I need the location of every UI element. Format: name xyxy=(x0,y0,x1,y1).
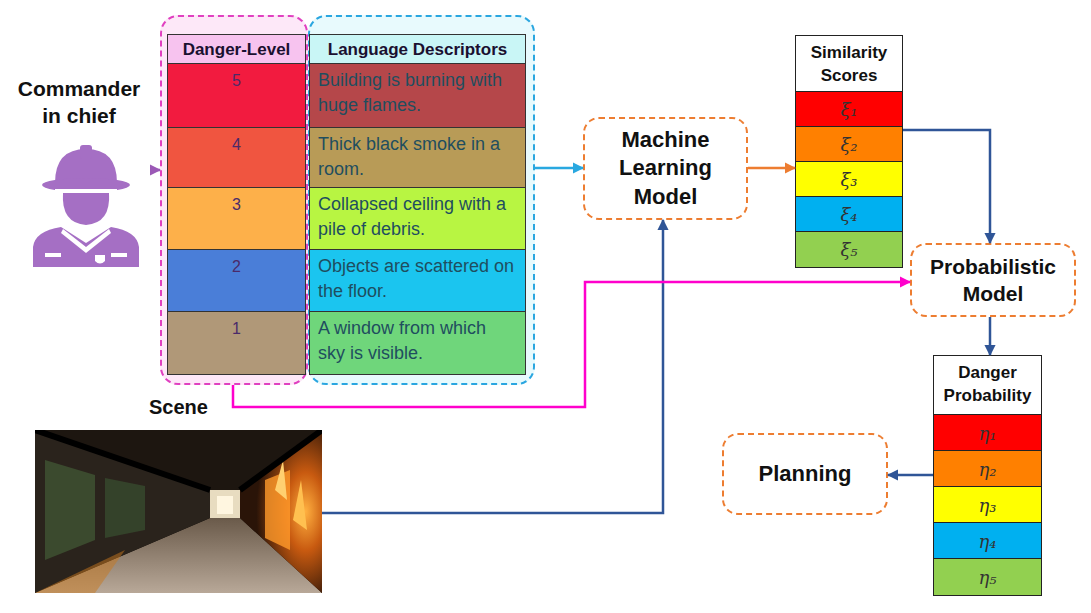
node-label: Thick black smoke in a room. xyxy=(318,132,517,182)
danger-level-cell: 3 xyxy=(168,188,305,250)
probability-cell: η₄ xyxy=(934,523,1041,559)
scene-illustration xyxy=(35,430,322,593)
node-label: ξ₂ xyxy=(840,134,857,155)
process-box: Machine Learning Model xyxy=(583,117,748,220)
arrow-connector xyxy=(150,169,160,172)
probability-cell: η₂ xyxy=(934,451,1041,487)
process-box: Planning xyxy=(722,433,888,515)
arrow-connector xyxy=(748,167,795,170)
node-label: η₁ xyxy=(979,423,997,444)
descriptor-cell: Objects are scattered on the floor. xyxy=(310,250,525,312)
node-label: ξ₁ xyxy=(840,99,857,120)
node-label: 5 xyxy=(232,72,241,90)
node-label: η₃ xyxy=(979,495,997,516)
probability-table: Danger Probability η₁ η₂ η₃ η₄ η₅ xyxy=(933,355,1042,595)
node-label: Planning xyxy=(759,460,852,489)
node-label: Danger Probability xyxy=(934,356,1041,413)
arrow-connector xyxy=(888,474,933,477)
node-label: 3 xyxy=(232,196,241,214)
arrow-connector xyxy=(989,317,992,355)
node-label: Language Descriptors xyxy=(310,35,525,64)
descriptor-cell: A window from which sky is visible. xyxy=(310,312,525,374)
node-label: ξ₅ xyxy=(840,239,857,260)
descriptor-cell: Thick black smoke in a room. xyxy=(310,128,525,188)
node-label: Building is burning with huge flames. xyxy=(318,68,517,118)
probability-cell: η₁ xyxy=(934,415,1041,451)
scene-image: Scene xyxy=(35,430,322,593)
similarity-cell: ξ₁ xyxy=(796,92,902,127)
danger-level-group: Danger-Level 5 4 3 2 1 xyxy=(160,15,308,385)
danger-level-cell: 2 xyxy=(168,250,305,312)
probability-cell: η₃ xyxy=(934,487,1041,523)
node-label: 2 xyxy=(232,258,241,276)
firefighter-icon xyxy=(25,143,147,267)
descriptor-group: Language DescriptorsBuilding is burning … xyxy=(308,15,535,385)
similarity-cell: ξ₂ xyxy=(796,127,902,162)
similarity-cell: ξ₅ xyxy=(796,232,902,267)
node-label: ξ₄ xyxy=(840,204,857,225)
node-label: Scene xyxy=(35,396,322,419)
node-label: Commander in chief xyxy=(8,75,150,130)
descriptor-cell: Building is burning with huge flames. xyxy=(310,64,525,128)
arrow-connector xyxy=(233,282,910,407)
danger-level-cell: 5 xyxy=(168,64,305,128)
node-label: Danger-Level xyxy=(168,35,305,64)
similarity-cell: ξ₄ xyxy=(796,197,902,232)
process-box: Probabilistic Model xyxy=(910,243,1076,317)
descriptor-cell: Collapsed ceiling with a pile of debris. xyxy=(310,188,525,250)
score-table: Similarity Scores ξ₁ ξ₂ ξ₃ ξ₄ ξ₅ xyxy=(795,35,903,267)
arrow-connector xyxy=(903,130,990,243)
node-label: Similarity Scores xyxy=(796,36,902,93)
node-label: 4 xyxy=(232,136,241,154)
node-label: Probabilistic Model xyxy=(912,253,1074,308)
probability-cell: η₅ xyxy=(934,559,1041,595)
danger-level-cell: 4 xyxy=(168,128,305,188)
similarity-cell: ξ₃ xyxy=(796,162,902,197)
node-label: η₂ xyxy=(979,459,997,480)
node-label: 1 xyxy=(232,320,241,338)
node-label: η₅ xyxy=(979,567,997,588)
danger-level-cell: 1 xyxy=(168,312,305,374)
commander: Commander in chief xyxy=(8,75,150,270)
node-label: η₄ xyxy=(979,531,997,552)
node-label: Collapsed ceiling with a pile of debris. xyxy=(318,192,517,242)
node-label: A window from which sky is visible. xyxy=(318,316,517,366)
arrow-connector xyxy=(535,167,583,170)
node-label: Objects are scattered on the floor. xyxy=(318,254,517,304)
arrow-connector xyxy=(322,220,663,513)
node-label: ξ₃ xyxy=(840,169,857,190)
node-label: Machine Learning Model xyxy=(585,126,746,212)
